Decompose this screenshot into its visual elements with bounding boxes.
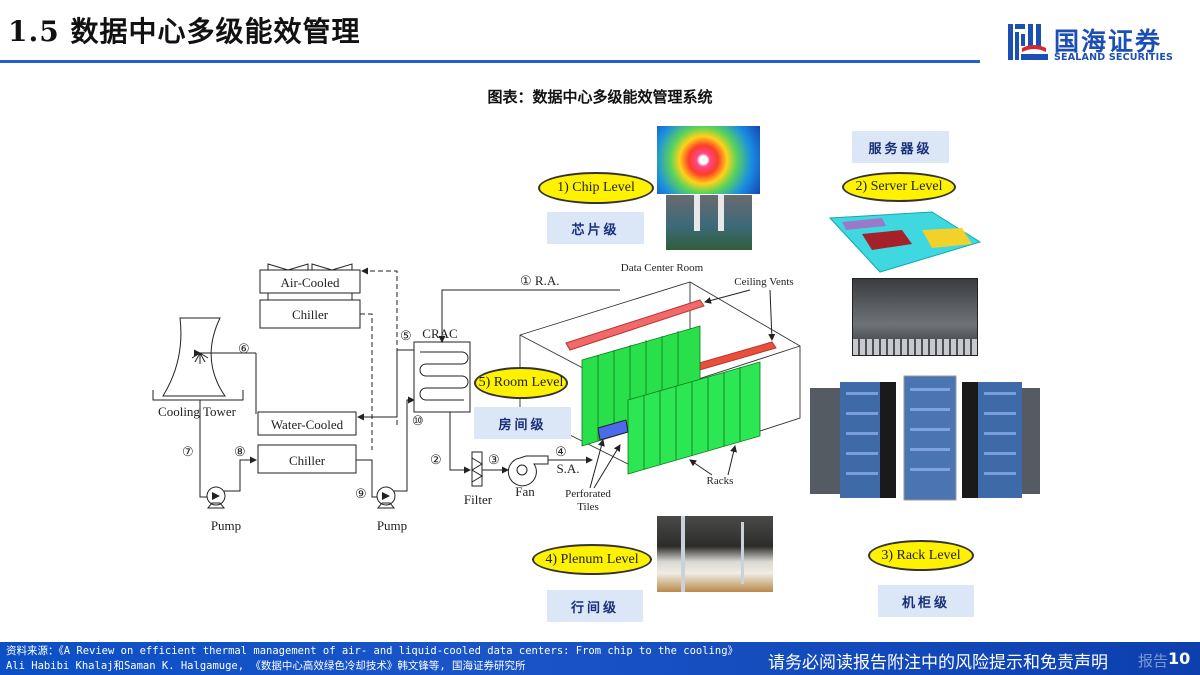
- cooling-tower: Cooling Tower: [152, 317, 244, 419]
- filter-icon: [471, 451, 483, 487]
- ceiling-vents-label: Ceiling Vents: [734, 276, 793, 288]
- plenum-photo: [657, 516, 773, 592]
- room-level-badge: 5) Room Level: [474, 367, 568, 399]
- air-cooled-chiller: Air-Cooled Chiller: [259, 263, 361, 329]
- sealand-logo: 国海证券 SEALAND SECURITIES: [1008, 22, 1188, 66]
- pump-left-label: Pump: [211, 518, 241, 533]
- footer-bar: 资料来源：《A Review on efficient thermal mana…: [0, 642, 1200, 675]
- page-title: 1.5 数据中心多级能效管理: [8, 15, 361, 48]
- crac-unit: CRAC: [413, 326, 471, 413]
- node-4: ④: [555, 444, 567, 459]
- node-5: ⑤: [400, 328, 412, 343]
- node-8: ⑧: [234, 444, 246, 459]
- server-level-cn-tag: 服务器级: [852, 131, 949, 163]
- source-note: 资料来源：《A Review on efficient thermal mana…: [6, 644, 738, 674]
- crac-label: CRAC: [422, 326, 457, 341]
- room-level-cn-tag: 房间级: [474, 407, 571, 439]
- figure-caption: 图表：数据中心多级能效管理系统: [487, 88, 713, 106]
- chip-level-badge: 1) Chip Level: [538, 172, 654, 204]
- plenum-level-badge: 4) Plenum Level: [532, 544, 652, 575]
- node-10: ⑩: [412, 413, 424, 428]
- server-level-badge: 2) Server Level: [842, 172, 956, 202]
- water-cooled-label: Water-Cooled: [271, 417, 344, 432]
- cooling-tower-label: Cooling Tower: [158, 404, 237, 419]
- source-line-1: 资料来源：《A Review on efficient thermal mana…: [6, 645, 739, 657]
- pump-right-icon: [376, 486, 396, 509]
- source-line-2: Ali Habibi Khalaj和Saman K. Halgamuge, 《数…: [6, 660, 526, 672]
- chip-thermal-image: [657, 126, 760, 194]
- node-2: ②: [430, 452, 442, 467]
- node-7: ⑦: [182, 444, 194, 459]
- ra-label: ① R.A.: [520, 273, 559, 288]
- node-6: ⑥: [238, 341, 250, 356]
- data-center-room-label: Data Center Room: [621, 262, 704, 274]
- chip-level-cn-tag: 芯片级: [547, 212, 644, 244]
- rack-level-cn-tag: 机柜级: [878, 585, 974, 617]
- watermark: 报告: [1138, 652, 1169, 670]
- cooling-system-diagram: Air-Cooled Chiller Cooling Tower Water-C…: [152, 262, 801, 533]
- server-chassis-image: [852, 278, 978, 356]
- perforated-tiles-label-1: Perforated: [565, 488, 611, 500]
- chiller-top-label: Chiller: [292, 307, 329, 322]
- racks-label: Racks: [707, 475, 734, 487]
- node-9: ⑨: [355, 486, 367, 501]
- water-cooled-chiller: Water-Cooled Chiller: [257, 411, 357, 474]
- server-board-image: [822, 208, 982, 276]
- chip-photo: [666, 195, 752, 250]
- logo-name-en: SEALAND SECURITIES: [1054, 52, 1174, 63]
- fan-blower-icon: [507, 455, 549, 487]
- pump-right-label: Pump: [377, 518, 407, 533]
- node-3: ③: [488, 452, 500, 467]
- disclaimer-text: 请务必阅读报告附注中的风险提示和免责声明: [768, 653, 1108, 673]
- rack-cabinets-image: [802, 372, 1042, 502]
- fan-label: Fan: [515, 484, 535, 499]
- perforated-tiles-label-2: Tiles: [577, 501, 599, 513]
- rack-level-badge: 3) Rack Level: [868, 540, 974, 571]
- sa-label: S.A.: [556, 461, 579, 476]
- filter-label: Filter: [464, 492, 493, 507]
- sealand-logo-icon: [1008, 24, 1048, 60]
- page-number: 10: [1168, 649, 1191, 668]
- plenum-level-cn-tag: 行间级: [547, 590, 643, 622]
- title-divider: [0, 60, 980, 63]
- air-cooled-label: Air-Cooled: [281, 275, 340, 290]
- chiller-bottom-label: Chiller: [289, 453, 326, 468]
- logo-name-cn: 国海证券: [1054, 27, 1163, 56]
- rack-row-front: [627, 361, 761, 475]
- pump-left-icon: [206, 486, 226, 509]
